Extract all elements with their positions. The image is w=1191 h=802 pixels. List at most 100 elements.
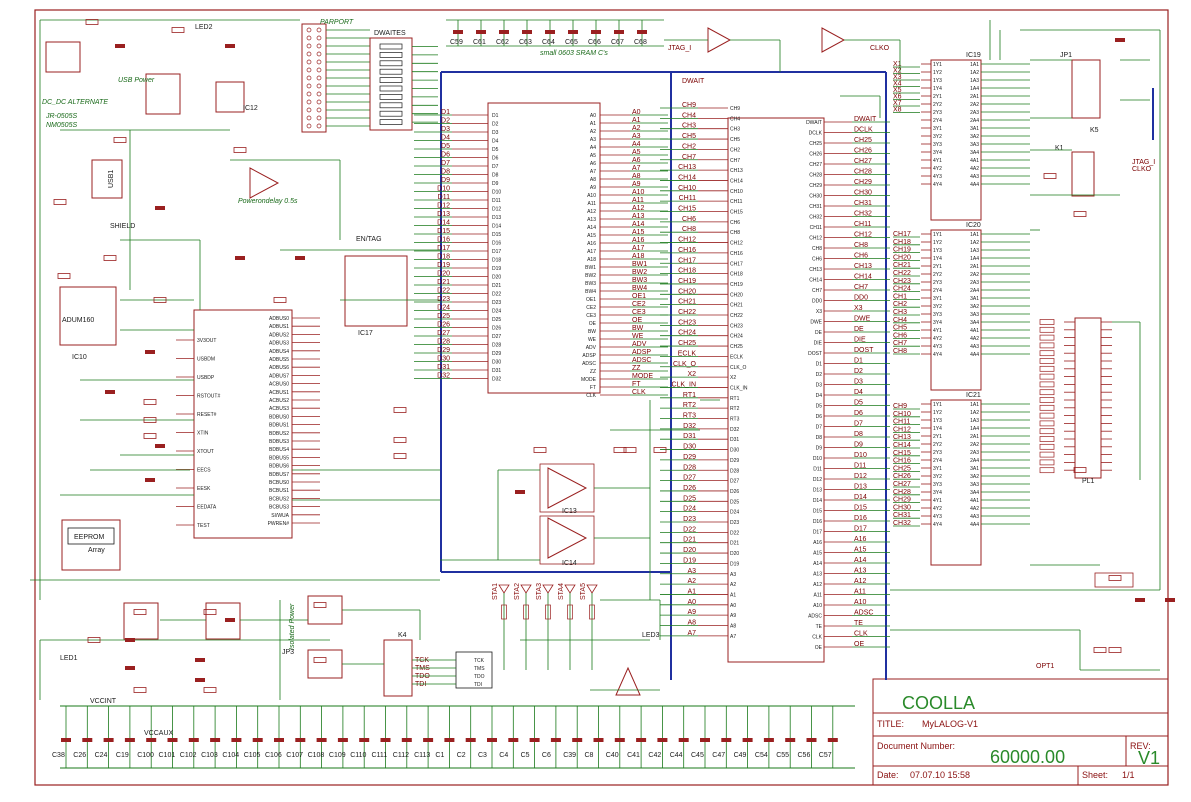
net-label: A15 <box>632 229 645 236</box>
pin-label: CH6 <box>730 220 740 226</box>
pin-label: CH26 <box>809 152 822 158</box>
net-label: D12 <box>437 203 450 210</box>
bottom-cap-label: C6 <box>542 752 551 759</box>
pin-label: 4Y4 <box>933 352 942 358</box>
net-label: CLK <box>632 389 646 396</box>
pin-label: CE3 <box>586 313 596 319</box>
net-label: D6 <box>441 152 450 159</box>
capacitor <box>295 738 306 742</box>
led3-label: LED3 <box>642 632 660 639</box>
pin-label: 2Y2 <box>933 442 942 448</box>
status-led-label: STA3 <box>536 583 543 600</box>
pin-label: 2A3 <box>970 450 979 456</box>
led2-label: LED2 <box>195 24 213 31</box>
jtag-buffer-pin: TCK <box>474 658 485 664</box>
pin-label: D4 <box>816 393 823 399</box>
pin-label: 4Y3 <box>933 344 942 350</box>
pin-label: 1A4 <box>970 256 979 262</box>
capacitor <box>785 738 796 742</box>
net-label: CH9 <box>682 102 696 109</box>
net-label: A10 <box>854 599 867 606</box>
net-label: D13 <box>437 211 450 218</box>
series-resistor <box>1039 358 1055 364</box>
pin-label: 4Y3 <box>933 514 942 520</box>
pin-label: D6 <box>492 156 499 162</box>
resistor <box>1093 647 1107 653</box>
dip-position <box>379 119 403 125</box>
resistor <box>133 687 147 693</box>
series-resistor <box>1039 459 1055 466</box>
pin-label: D1 <box>816 362 823 368</box>
pin-label: D22 <box>492 292 501 298</box>
channel-net-label: CH2 <box>893 301 907 308</box>
pin-label: D31 <box>492 368 501 374</box>
capacitor <box>225 618 235 622</box>
net-label: A14 <box>632 221 645 228</box>
net-label: CH14 <box>678 174 696 181</box>
net-label: D16 <box>854 515 867 522</box>
bottom-cap-label: C24 <box>95 752 108 759</box>
k4-label: K4 <box>398 632 407 639</box>
pin-label: BDBUS0 <box>269 414 289 420</box>
pin-label: 2Y3 <box>933 110 942 116</box>
pin-label: 4Y1 <box>933 328 942 334</box>
net-label: D3 <box>854 379 863 386</box>
pin-label: 2A4 <box>970 118 979 124</box>
capacitor <box>508 738 519 742</box>
bottom-cap-label: C39 <box>563 752 576 759</box>
header-pin <box>306 59 312 65</box>
pin-label: 2Y1 <box>933 264 942 270</box>
pin-label: D26 <box>730 489 739 495</box>
usb-power-note: USB Power <box>118 77 155 84</box>
net-label: D28 <box>437 339 450 346</box>
pin-label: BDBUS7 <box>269 472 289 478</box>
channel-nets-mid: CH17CH18CH19CH20CH21CH22CH23CH24CH1CH2CH… <box>893 231 920 355</box>
pin-label: A8 <box>590 177 596 183</box>
channel-net-label: X2 <box>893 68 902 75</box>
date-value: 07.07.10 15:58 <box>910 770 970 780</box>
header-pin <box>316 59 322 65</box>
net-label: D4 <box>854 389 863 396</box>
date-label: Date: <box>877 770 899 780</box>
pin-label: 1Y2 <box>933 240 942 246</box>
net-label: CH2 <box>682 143 696 150</box>
pin-label: A2 <box>590 129 596 135</box>
led1-label: LED1 <box>60 655 78 662</box>
pin-label: 1A1 <box>970 402 979 408</box>
net-label: A3 <box>687 568 696 575</box>
net-label: D26 <box>683 485 696 492</box>
pin-label: 3A3 <box>970 482 979 488</box>
pin-label: A5 <box>590 153 596 159</box>
top-cap-label: C65 <box>565 39 578 46</box>
opamp-ic14 <box>547 517 588 559</box>
net-label: D11 <box>438 194 450 201</box>
led-resistor <box>567 604 573 620</box>
bottom-buffer <box>615 666 641 696</box>
net-label: CLK <box>854 631 868 638</box>
pin-label: FT <box>590 385 596 391</box>
capacitor <box>1165 598 1175 602</box>
bottom-cap-label: C105 <box>244 752 261 759</box>
resistor <box>171 27 185 33</box>
pin-label: 1A1 <box>970 232 979 238</box>
resistor <box>1073 467 1087 473</box>
capacitor <box>572 738 583 742</box>
pin-label: 3Y2 <box>933 474 942 480</box>
status-led <box>498 584 510 594</box>
net-label: ADV <box>632 341 647 348</box>
entag-label: EN/TAG <box>356 236 382 243</box>
net-label: D23 <box>437 296 450 303</box>
pin-label: 1A2 <box>970 410 979 416</box>
net-label: D14 <box>854 494 867 501</box>
resistor <box>85 19 99 25</box>
dcdc-module-1 <box>45 41 81 73</box>
series-resistor <box>1039 404 1055 411</box>
resistor <box>653 447 667 453</box>
top-cap-label: C66 <box>588 39 601 46</box>
pin-label: D10 <box>813 456 822 462</box>
pin-label: CH8 <box>730 230 740 236</box>
buffer-top-pins: 1Y11Y21Y31Y42Y12Y22Y32Y43Y13Y23Y33Y44Y14… <box>921 62 1030 188</box>
pin-label: ADBUS2 <box>269 332 289 338</box>
